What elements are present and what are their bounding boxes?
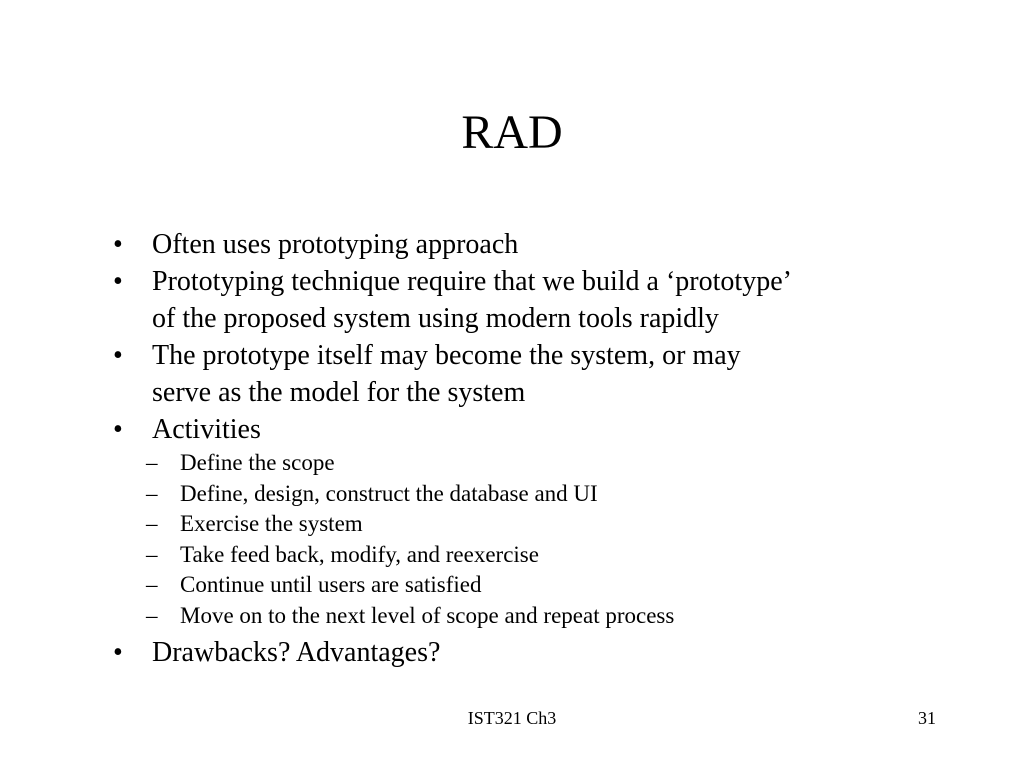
bullet-icon: • <box>113 414 123 445</box>
sub-bullet-item: – Exercise the system <box>110 509 950 540</box>
sub-bullet-item: – Move on to the next level of scope and… <box>110 601 950 632</box>
bullet-icon: • <box>113 266 123 297</box>
bullet-item: • Often uses prototyping approach <box>110 226 950 263</box>
bullet-text-line: serve as the model for the system <box>152 377 526 408</box>
bullet-list: • Often uses prototyping approach • Prot… <box>110 226 950 671</box>
bullet-text-line: Prototyping technique require that we bu… <box>152 266 792 297</box>
dash-icon: – <box>146 541 158 567</box>
bullet-text: Drawbacks? Advantages? <box>152 637 441 668</box>
sub-bullet-item: – Continue until users are satisfied <box>110 570 950 601</box>
dash-icon: – <box>146 480 158 506</box>
sub-bullet-text: Move on to the next level of scope and r… <box>180 602 675 628</box>
sub-bullet-item: – Take feed back, modify, and reexercise <box>110 540 950 571</box>
sub-bullet-text: Exercise the system <box>180 511 363 536</box>
sub-bullet-item: – Define, design, construct the database… <box>110 479 950 510</box>
slide-title: RAD <box>461 106 563 159</box>
sub-list-container: – Define the scope – Define, design, con… <box>110 448 950 631</box>
footer-page-number: 31 <box>918 708 936 728</box>
bullet-icon: • <box>113 637 123 668</box>
bullet-icon: • <box>113 229 123 260</box>
bullet-text-line: The prototype itself may become the syst… <box>152 340 741 371</box>
activities-sub-list: – Define the scope – Define, design, con… <box>110 448 950 631</box>
dash-icon: – <box>146 450 158 475</box>
bullet-icon: • <box>113 340 123 371</box>
sub-bullet-item: – Define the scope <box>110 448 950 479</box>
sub-bullet-text: Define the scope <box>180 450 335 475</box>
bullet-item: • Drawbacks? Advantages? <box>110 634 950 671</box>
dash-icon: – <box>146 511 158 536</box>
bullet-text: Activities <box>152 414 261 445</box>
bullet-text-line: of the proposed system using modern tool… <box>152 303 719 334</box>
bullet-text: Often uses prototyping approach <box>152 229 519 260</box>
bullet-item-activities: • Activities <box>110 411 950 448</box>
bullet-item: • The prototype itself may become the sy… <box>110 337 950 411</box>
sub-bullet-text: Define, design, construct the database a… <box>180 480 598 506</box>
bullet-item: • Prototyping technique require that we … <box>110 263 950 337</box>
footer-course: IST321 Ch3 <box>467 708 557 728</box>
dash-icon: – <box>146 602 158 628</box>
sub-bullet-text: Take feed back, modify, and reexercise <box>180 541 539 567</box>
dash-icon: – <box>146 572 158 597</box>
sub-bullet-text: Continue until users are satisfied <box>180 572 482 597</box>
